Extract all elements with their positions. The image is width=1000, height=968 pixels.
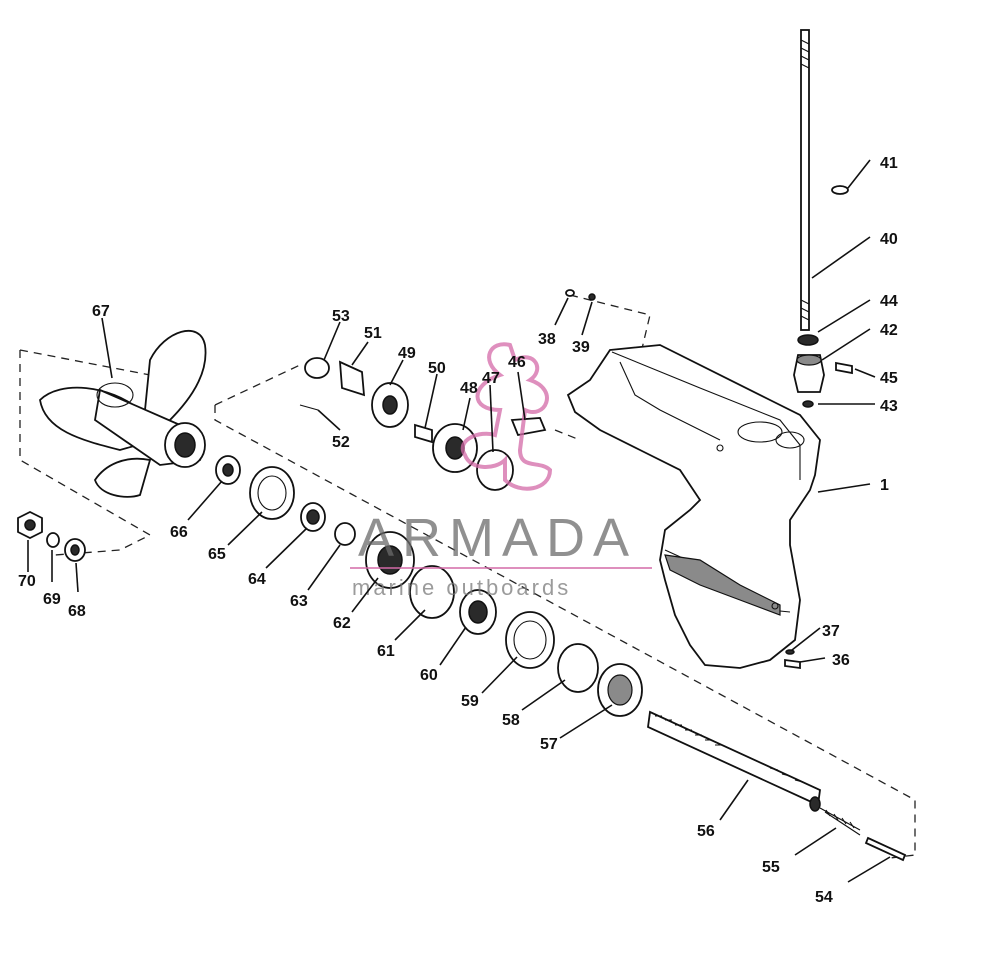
e-ring — [831, 185, 849, 195]
upper-gear-set — [299, 357, 547, 491]
callout-41: 41 — [880, 155, 898, 172]
vent-washer — [588, 293, 596, 301]
callout-46: 46 — [508, 354, 526, 371]
callout-59: 59 — [461, 693, 479, 710]
callout-64: 64 — [248, 571, 266, 588]
callout-56: 56 — [697, 823, 715, 840]
clutch-spring — [304, 357, 330, 379]
shift-rod — [800, 29, 810, 331]
bearing-small — [334, 522, 356, 546]
callout-44: 44 — [880, 293, 898, 310]
callout-58: 58 — [502, 712, 520, 729]
callout-numbers: 41 40 44 42 45 43 1 37 36 38 39 46 47 48… — [18, 155, 898, 906]
callout-70: 70 — [18, 573, 36, 590]
callout-49: 49 — [398, 345, 416, 362]
bearing-carrier-ring — [249, 466, 295, 520]
callout-38: 38 — [538, 331, 556, 348]
shift-rod-assembly — [565, 29, 853, 670]
drain-washer — [785, 649, 795, 655]
prop-nut-hardware — [17, 510, 86, 562]
callout-48: 48 — [460, 380, 478, 397]
watermark-tagline: marine outboards — [352, 575, 571, 600]
pinion-gear — [510, 417, 547, 437]
callout-42: 42 — [880, 322, 898, 339]
anchor-logo-icon — [460, 342, 553, 491]
callout-1: 1 — [880, 477, 889, 494]
retainer-screw — [835, 361, 853, 375]
callout-68: 68 — [68, 603, 86, 620]
cam-follower — [864, 836, 907, 862]
bearing-race — [505, 611, 555, 669]
callout-57: 57 — [540, 736, 558, 753]
propeller-shaft — [647, 710, 907, 862]
gear-housing — [566, 344, 821, 669]
callout-37: 37 — [822, 623, 840, 640]
drain-screw — [784, 658, 801, 670]
callout-53: 53 — [332, 308, 350, 325]
callout-63: 63 — [290, 593, 308, 610]
callout-52: 52 — [332, 434, 350, 451]
callout-45: 45 — [880, 370, 898, 387]
watermark-brand: ARMADA — [358, 508, 637, 568]
callout-55: 55 — [762, 859, 780, 876]
vent-screw — [565, 289, 575, 297]
callout-50: 50 — [428, 360, 446, 377]
callout-39: 39 — [572, 339, 590, 356]
callout-65: 65 — [208, 546, 226, 563]
callout-43: 43 — [880, 398, 898, 415]
callout-67: 67 — [92, 303, 110, 320]
callout-54: 54 — [815, 889, 833, 906]
callout-47: 47 — [482, 370, 500, 387]
callout-69: 69 — [43, 591, 61, 608]
lock-washer — [46, 532, 60, 548]
callout-36: 36 — [832, 652, 850, 669]
callout-61: 61 — [377, 643, 395, 660]
propeller — [39, 329, 207, 498]
callout-40: 40 — [880, 231, 898, 248]
leader-lines — [27, 159, 891, 883]
shift-rod-seal — [797, 334, 819, 346]
cross-pin — [299, 404, 319, 411]
callout-60: 60 — [420, 667, 438, 684]
callout-66: 66 — [170, 524, 188, 541]
callout-51: 51 — [364, 325, 382, 342]
o-ring-small — [802, 400, 814, 408]
shim — [557, 643, 599, 693]
roller-bearing — [414, 423, 433, 444]
watermark: ARMADA marine outboards — [350, 342, 652, 600]
callout-62: 62 — [333, 615, 351, 632]
o-ring-large — [409, 565, 455, 619]
shaft-components — [215, 455, 643, 717]
sliding-clutch — [338, 360, 366, 397]
